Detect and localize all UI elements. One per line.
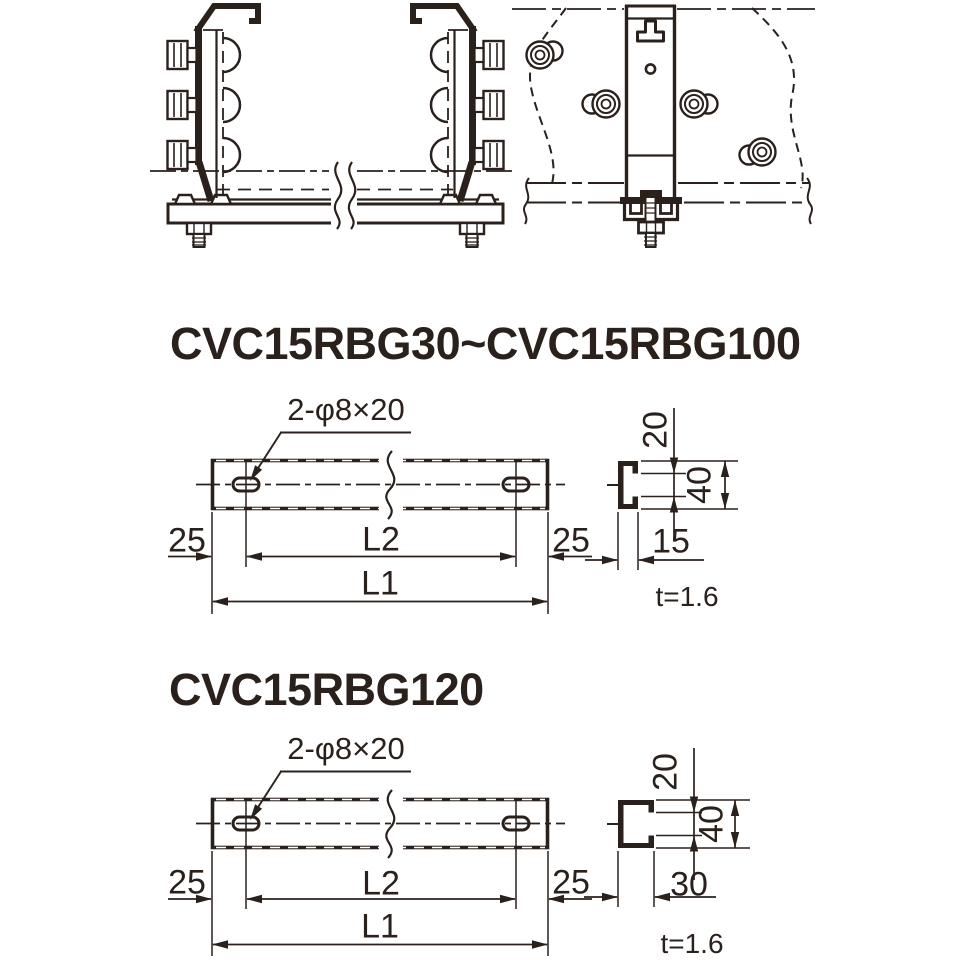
right-bracket [410,2,478,203]
side-view-bolts [525,40,777,167]
section-thickness-2: t=1.6 [660,928,724,959]
section-opening-dim-2: 20 [646,753,685,791]
duct-cut-edge-left [529,7,567,188]
slot-callout-label-2: 2-φ8×20 [287,731,405,766]
right-bolts [473,39,505,171]
strip-foot [620,190,682,248]
dim-left-offset-1: 25 [168,521,206,560]
duct-cut-edge-right [751,7,804,189]
dim-left-offset-2: 25 [168,863,206,902]
keyhole-slot [636,19,665,43]
leader-arrow [250,465,263,481]
bar-plan-drawing-2 [168,770,592,956]
model-title-2: CVC15RBG120 [169,664,484,715]
dim-hole-span-2: L2 [362,864,400,903]
section-height-dim-2: 40 [692,805,731,843]
dim-right-offset-1: 25 [552,521,590,560]
model-range-title: CVC15RBG30~CVC15RBG100 [170,318,801,369]
pilot-hole [644,63,657,75]
side-assembly-view [512,4,815,248]
section-thickness-1: t=1.6 [655,581,719,612]
dim-overall-length-2: L1 [361,907,399,946]
cross-section-drawing-1 [585,408,738,570]
bar-plan-drawing-1 [168,431,592,614]
leader-arrow [250,804,263,820]
front-assembly-view [150,2,517,248]
dim-right-offset-2: 25 [552,863,590,902]
slot-callout-label-1: 2-φ8×20 [287,392,405,427]
section-depth-dim-2: 30 [670,865,708,904]
dim-overall-length-1: L1 [361,564,399,603]
left-bolts [166,39,198,171]
cross-section-drawing-2 [584,748,750,907]
break-line [385,450,396,520]
section-opening-dim-1: 20 [636,411,675,449]
anchor-studs [185,221,486,248]
section-height-dim-1: 40 [680,466,719,504]
section-depth-dim-1: 15 [652,522,690,561]
left-bracket [193,2,261,203]
separator-strip [624,4,677,202]
dim-hole-span-1: L2 [362,520,400,559]
break-line [385,789,396,859]
